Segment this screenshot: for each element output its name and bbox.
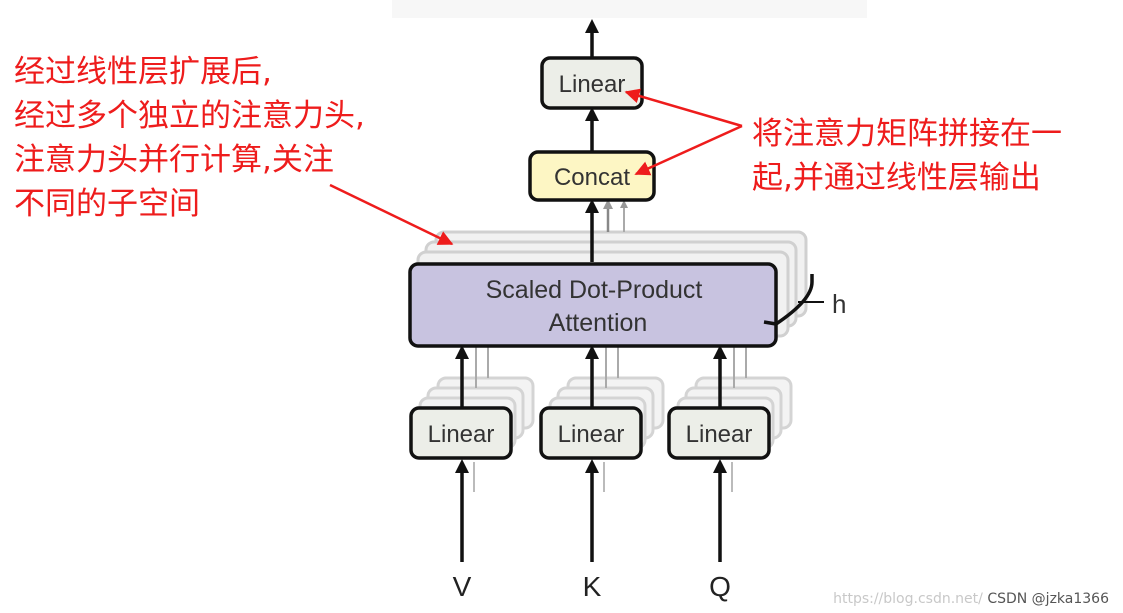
watermark-url: https://blog.csdn.net/ (833, 591, 983, 607)
input-v: V (453, 571, 472, 602)
linear-box-v (409, 406, 513, 460)
input-linear-boxes: Linear Linear Linear (409, 406, 771, 460)
attention-label-line1: Scaled Dot-Product (486, 276, 703, 304)
linear-label-v: Linear (428, 421, 495, 448)
left-annotation: 经过线性层扩展后, 经过多个独立的注意力头, 注意力头并行计算,关注 不同的子空… (14, 54, 365, 222)
attention-box (408, 262, 778, 348)
linear-label-q: Linear (686, 421, 753, 448)
linear-box-k (539, 406, 643, 460)
annotation-arrows (329, 88, 743, 246)
top-band (392, 0, 867, 18)
input-arrows (455, 459, 727, 562)
concat-label: Concat (554, 164, 630, 191)
heads-label: h (832, 289, 846, 319)
attention-label-line2: Attention (549, 309, 648, 337)
right-annotation: 将注意力矩阵拼接在一 起,并通过线性层输出 (752, 116, 1062, 196)
input-q: Q (709, 571, 731, 602)
watermark: https://blog.csdn.net/ CSDN @jzka1366 (833, 591, 1109, 607)
attention-to-concat-arrows (585, 199, 628, 262)
linear-box-q (667, 406, 771, 460)
top-linear-label: Linear (559, 71, 626, 98)
watermark-owner: CSDN @jzka1366 (987, 591, 1109, 607)
input-k: K (583, 571, 602, 602)
linear-label-k: Linear (558, 421, 625, 448)
right-annotation-arrow-bottom (634, 124, 743, 176)
left-annotation-arrow (329, 183, 454, 246)
linear-to-attention-arrows (455, 345, 727, 408)
input-arrows-shadow (473, 462, 733, 492)
right-annotation-arrow-top (624, 88, 743, 128)
